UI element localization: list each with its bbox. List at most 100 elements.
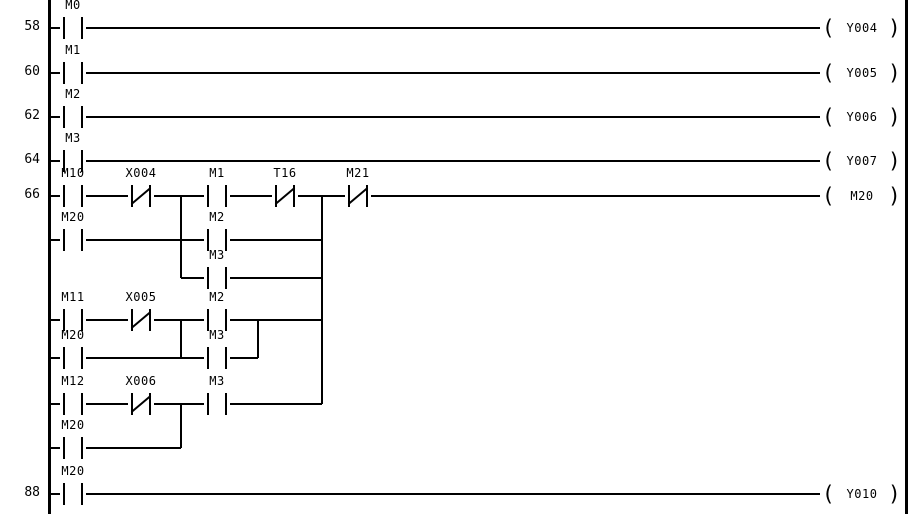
contact-bar-right: [225, 309, 227, 331]
contact-m21-nc[interactable]: [345, 185, 371, 207]
coil-y010[interactable]: (Y010): [822, 481, 902, 507]
rung-wire-88-left: [48, 493, 60, 495]
contact-bar-right: [225, 229, 227, 251]
coil-y004[interactable]: (Y004): [822, 15, 902, 41]
coil-m20[interactable]: (M20): [822, 183, 902, 209]
contact-x006-nc[interactable]: [128, 393, 154, 415]
horizontal-wire: [48, 195, 60, 197]
contact-bar-right: [81, 185, 83, 207]
horizontal-wire: [230, 403, 322, 405]
contact-label-m2: M2: [209, 290, 225, 304]
contact-m2-no[interactable]: [60, 106, 86, 128]
contact-bar-left: [131, 309, 133, 331]
contact-bar-right: [225, 393, 227, 415]
contact-m0-no[interactable]: [60, 17, 86, 39]
contact-m1-no[interactable]: [204, 185, 230, 207]
contact-bar-right: [81, 393, 83, 415]
contact-bar-left: [63, 437, 65, 459]
contact-m11-no[interactable]: [60, 309, 86, 331]
contact-label-m20: M20: [61, 418, 85, 432]
contact-bar-left: [63, 393, 65, 415]
contact-x005-nc[interactable]: [128, 309, 154, 331]
coil-y005[interactable]: (Y005): [822, 60, 902, 86]
branch-vertical-blockB-right: [257, 320, 259, 358]
contact-m3-no[interactable]: [204, 347, 230, 369]
contact-bar-left: [131, 393, 133, 415]
branch-vertical-blockA-left: [180, 196, 182, 278]
coil-close-paren: ): [888, 61, 901, 85]
horizontal-wire: [86, 403, 128, 405]
coil-open-paren: (: [822, 16, 835, 40]
contact-x004-nc[interactable]: [128, 185, 154, 207]
horizontal-wire: [48, 319, 60, 321]
contact-slash-icon: [130, 311, 152, 329]
right-power-rail: [905, 0, 908, 514]
contact-bar-right: [366, 185, 368, 207]
contact-m20-no[interactable]: [60, 483, 86, 505]
contact-bar-right: [149, 309, 151, 331]
coil-label-y010: Y010: [846, 487, 878, 501]
contact-bar-left: [63, 62, 65, 84]
contact-m2-no[interactable]: [204, 309, 230, 331]
contact-m12-no[interactable]: [60, 393, 86, 415]
rung-wire-60-right: [86, 72, 820, 74]
step-number-58: 58: [24, 19, 40, 34]
contact-m20-no[interactable]: [60, 437, 86, 459]
horizontal-wire: [371, 195, 820, 197]
horizontal-wire: [86, 239, 181, 241]
coil-y006[interactable]: ( Y006): [822, 104, 902, 130]
contact-bar-left: [63, 309, 65, 331]
contact-label-m3: M3: [65, 131, 81, 145]
coil-open-paren: (: [822, 149, 835, 173]
coil-close-paren: ): [888, 184, 901, 208]
contact-bar-right: [225, 347, 227, 369]
contact-label-m0: M0: [65, 0, 81, 12]
rung-wire-58-right: [86, 27, 820, 29]
contact-label-x006: X006: [125, 374, 157, 388]
horizontal-wire: [230, 357, 258, 359]
contact-bar-left: [63, 483, 65, 505]
contact-label-m3: M3: [209, 374, 225, 388]
contact-label-x004: X004: [125, 166, 157, 180]
contact-m1-no[interactable]: [60, 62, 86, 84]
coil-label-y007: Y007: [846, 154, 878, 168]
step-number-66: 66: [24, 187, 40, 202]
contact-m3-no[interactable]: [204, 393, 230, 415]
contact-m20-no[interactable]: [60, 347, 86, 369]
coil-y007[interactable]: (Y007): [822, 148, 902, 174]
coil-label-y005: Y005: [846, 66, 878, 80]
contact-m2-no[interactable]: [204, 229, 230, 251]
contact-bar-right: [81, 437, 83, 459]
horizontal-wire: [86, 195, 128, 197]
coil-close-paren: ): [888, 105, 901, 129]
contact-m3-no[interactable]: [60, 150, 86, 172]
horizontal-wire: [181, 357, 204, 359]
coil-open-paren: (: [822, 105, 835, 129]
contact-m3-no[interactable]: [204, 267, 230, 289]
contact-slash-icon: [274, 187, 296, 205]
contact-m20-no[interactable]: [60, 229, 86, 251]
contact-bar-right: [225, 185, 227, 207]
contact-bar-right: [81, 309, 83, 331]
coil-label-m20: M20: [850, 189, 874, 203]
contact-bar-left: [207, 185, 209, 207]
coil-label-y004: Y004: [846, 21, 878, 35]
contact-slash-icon: [130, 187, 152, 205]
branch-vertical-blockC-left: [180, 404, 182, 448]
contact-bar-right: [149, 185, 151, 207]
contact-m10-no[interactable]: [60, 185, 86, 207]
coil-label-y006: Y006: [846, 110, 878, 124]
contact-t16-nc[interactable]: [272, 185, 298, 207]
contact-bar-right: [81, 106, 83, 128]
horizontal-wire: [48, 357, 60, 359]
rung-wire-62-right: [86, 116, 820, 118]
horizontal-wire: [86, 357, 181, 359]
contact-slash-icon: [347, 187, 369, 205]
horizontal-wire: [181, 239, 204, 241]
contact-bar-left: [207, 393, 209, 415]
coil-close-paren: ): [888, 482, 901, 506]
left-rail-rung66-spur: [48, 196, 50, 448]
contact-bar-left: [207, 267, 209, 289]
contact-bar-left: [63, 106, 65, 128]
